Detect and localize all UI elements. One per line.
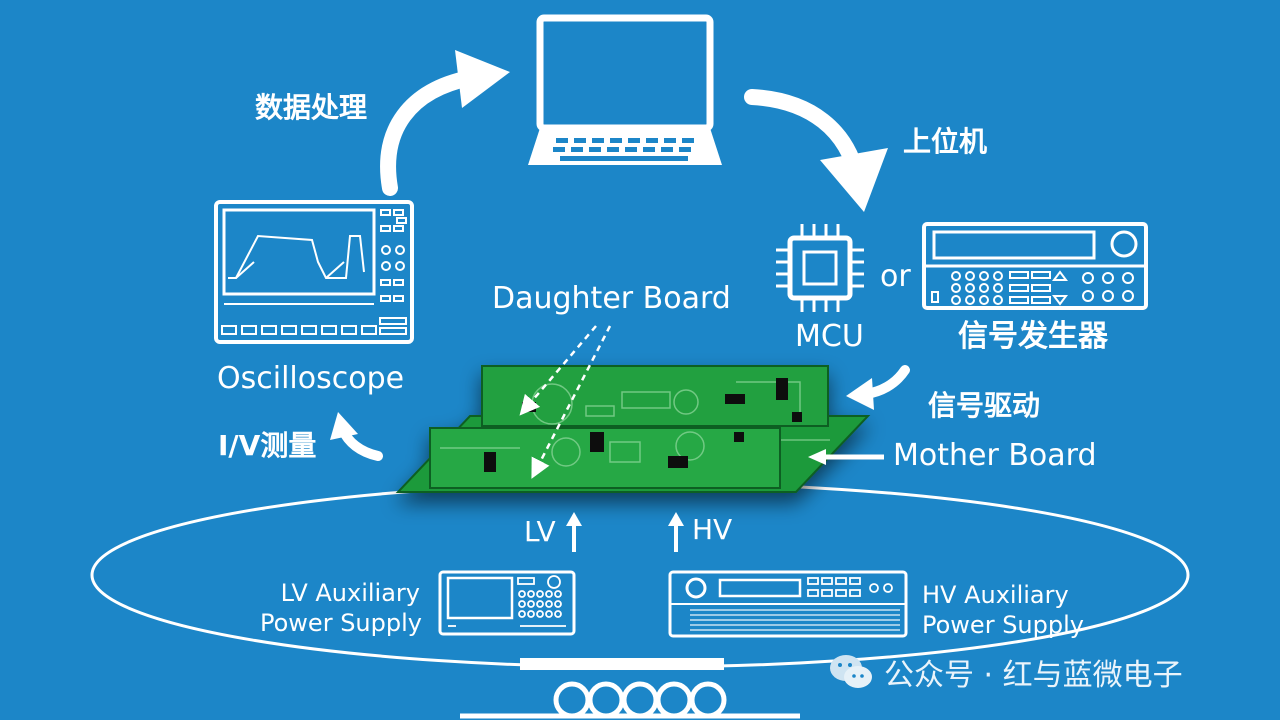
arrow-to-computer <box>380 50 510 196</box>
label-host-computer: 上位机 <box>903 125 988 158</box>
hv-arrow <box>668 512 684 552</box>
daughter-board-pointers <box>519 325 612 479</box>
label-daughter-board: Daughter Board <box>492 281 731 316</box>
mother-board-pointer <box>808 449 884 465</box>
mcu-chip-icon <box>776 224 864 312</box>
label-lv-supply-line1: LV Auxiliary <box>280 579 420 607</box>
arrow-to-oscilloscope <box>330 412 383 461</box>
label-hv-supply: HV Auxiliary Power Supply <box>922 580 1084 640</box>
label-lv-supply-line2: Power Supply <box>260 609 422 637</box>
label-lv-supply: LV Auxiliary Power Supply <box>260 578 422 638</box>
label-hv-supply-line1: HV Auxiliary <box>922 581 1069 609</box>
arrow-to-mcu <box>744 89 888 212</box>
label-oscilloscope: Oscilloscope <box>217 361 405 396</box>
label-hv: HV <box>692 513 733 546</box>
label-signal-drive: 信号驱动 <box>928 389 1041 422</box>
label-or: or <box>880 259 911 294</box>
signal-generator-icon <box>922 222 1148 310</box>
label-mcu: MCU <box>795 319 864 354</box>
lv-arrow <box>566 512 582 552</box>
label-hv-supply-line2: Power Supply <box>922 611 1084 639</box>
label-lv: LV <box>524 515 556 548</box>
coil-icon <box>460 658 800 719</box>
wechat-icon <box>830 655 872 688</box>
arrow-to-board <box>846 365 910 410</box>
hv-power-supply-icon <box>668 570 908 638</box>
label-mother-board: Mother Board <box>893 438 1097 473</box>
board-stack <box>395 365 871 493</box>
watermark-text: 公众号 · 红与蓝微电子 <box>884 658 1183 693</box>
oscilloscope-icon <box>214 200 414 344</box>
watermark: 公众号 · 红与蓝微电子 <box>828 650 1183 694</box>
computer-icon <box>528 14 722 165</box>
label-data-processing: 数据处理 <box>255 91 368 124</box>
label-signal-generator: 信号发生器 <box>958 319 1108 354</box>
lv-power-supply-icon <box>438 570 576 636</box>
label-iv-measure: I/V测量 <box>218 429 317 462</box>
